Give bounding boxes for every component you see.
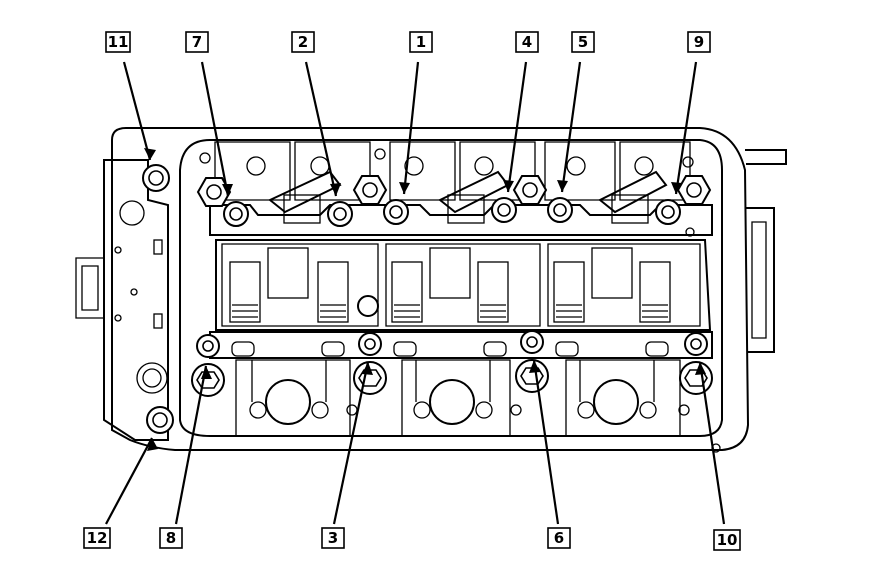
callout-10: 10 [713, 529, 741, 551]
hex-bolt [352, 175, 388, 205]
bolt-9 [655, 199, 681, 225]
hex-bolt [512, 175, 548, 205]
valve-springs [229, 247, 671, 323]
bolt-1 [383, 199, 409, 225]
callout-label-4: 4 [522, 33, 532, 51]
callout-label-10: 10 [717, 531, 738, 549]
callout-1: 1 [409, 31, 433, 53]
callout-label-3: 3 [328, 529, 338, 547]
bolt-12 [146, 406, 174, 434]
hex-bolt [515, 359, 549, 393]
hex-bolt [676, 175, 712, 205]
callout-9: 9 [687, 31, 711, 53]
bolt-4 [491, 197, 517, 223]
callout-label-1: 1 [416, 33, 426, 51]
callout-label-12: 12 [87, 529, 108, 547]
leader-lines [105, 61, 726, 525]
callout-label-9: 9 [694, 33, 704, 51]
bolt-10 [684, 332, 708, 356]
callout-label-11: 11 [108, 33, 129, 51]
callout-5: 5 [571, 31, 595, 53]
callout-label-8: 8 [166, 529, 176, 547]
callout-label-6: 6 [554, 529, 564, 547]
bolt-2 [327, 201, 353, 227]
callout-label-7: 7 [192, 33, 202, 51]
callout-12: 12 [83, 527, 111, 549]
hex-bolt [353, 361, 387, 395]
callout-4: 4 [515, 31, 539, 53]
callout-2: 2 [291, 31, 315, 53]
bolt-3 [358, 332, 382, 356]
callout-11: 11 [105, 31, 131, 53]
hex-bolt [679, 361, 713, 395]
callout-label-5: 5 [578, 33, 588, 51]
bolt-5 [547, 197, 573, 223]
bolt-11 [142, 164, 170, 192]
hex-bolt [191, 363, 225, 397]
hex-bolt [196, 177, 232, 207]
callout-6: 6 [547, 527, 571, 549]
callout-8: 8 [159, 527, 183, 549]
bolt-7 [223, 201, 249, 227]
bolt-8 [196, 334, 220, 358]
callout-label-2: 2 [298, 33, 308, 51]
callout-7: 7 [185, 31, 209, 53]
callout-3: 3 [321, 527, 345, 549]
bolt-6 [520, 330, 544, 354]
